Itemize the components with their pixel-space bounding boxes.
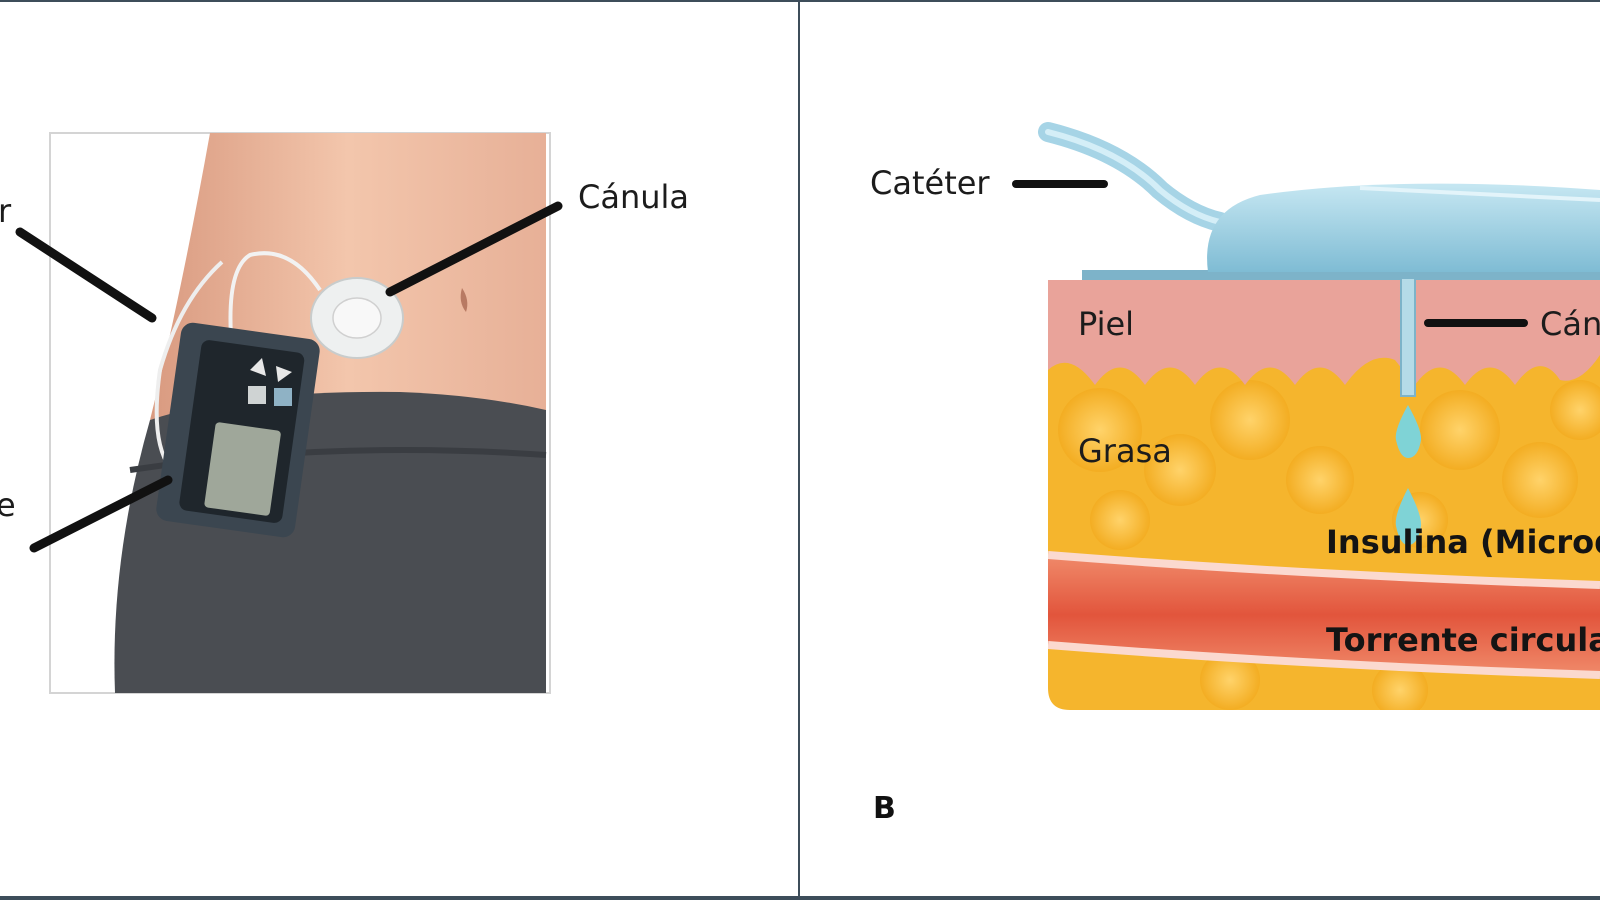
insulin-drop-lower [1395,488,1422,545]
panel-letter-b: B [873,791,896,826]
label-canula: Cánula [578,178,690,216]
insulin-drop-upper [1395,405,1422,458]
device-base [1082,270,1600,280]
catheter-tube [1038,122,1230,232]
label-torrente: Torrente circula [1326,621,1600,659]
label-cateter: Catéter [870,164,990,202]
leader-line-bottom-left [29,475,173,553]
label-insulina: Insulina (Microd [1326,523,1600,561]
label-fragment-top-left: r [0,192,12,230]
leader-line-top-left [15,227,157,323]
navel [460,288,468,312]
insulin-pump [156,322,320,538]
label-grasa: Grasa [1078,432,1172,470]
skin-layer [1048,280,1600,385]
frame-top-border [0,0,1600,2]
label-piel: Piel [1078,305,1135,343]
leader-line-canula [385,201,563,297]
label-canula-fragment: Cán [1540,305,1600,343]
cannula-needle [1400,277,1416,397]
panel-b-cross-section [1012,122,1600,710]
label-fragment-bottom-left: e [0,486,16,524]
panel-divider [798,0,800,900]
panel-a-photo [15,132,563,694]
frame-bottom-border [0,896,1600,900]
infusion-hub [1207,183,1600,272]
blood-vessel [1048,555,1600,675]
